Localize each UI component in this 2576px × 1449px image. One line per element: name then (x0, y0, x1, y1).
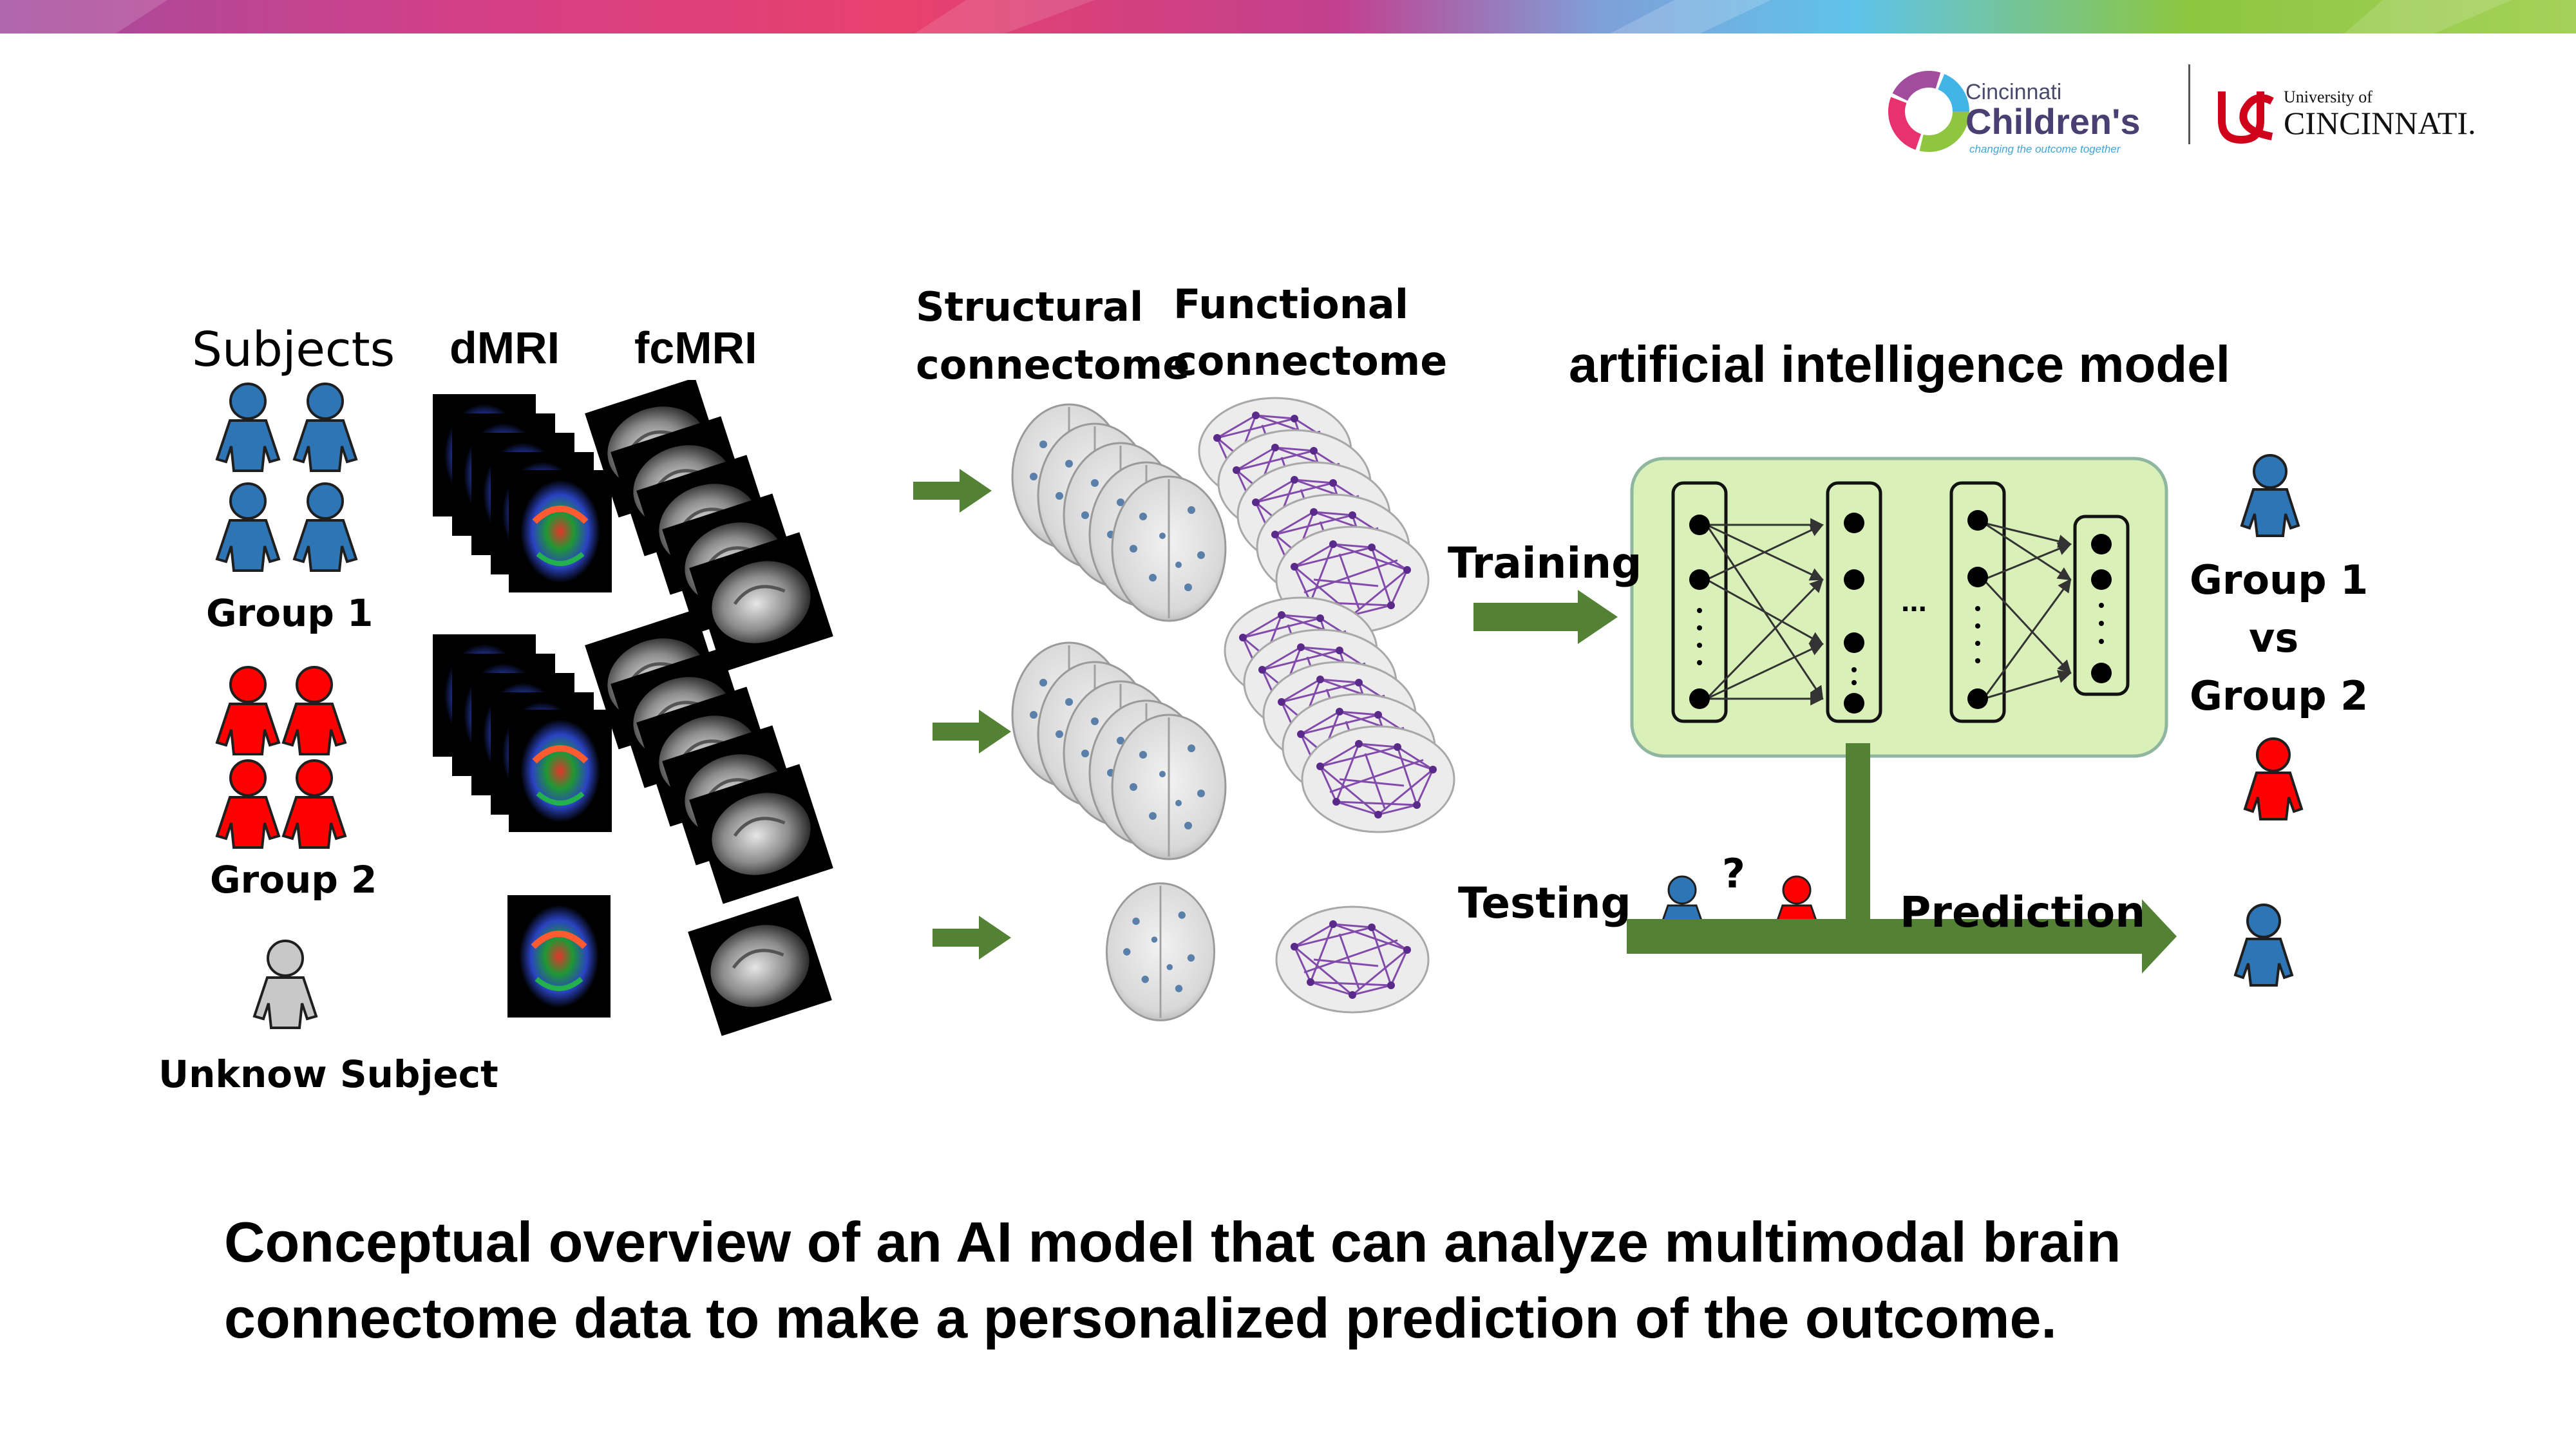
cincinnati-childrens-logo-icon (1888, 71, 1969, 152)
cch-logo-line2: Children's (1965, 101, 2141, 142)
prediction-label: Prediction (1900, 887, 2146, 937)
connectome-brains (1011, 397, 1455, 1021)
unknown-subject-label: Unknow Subject (158, 1052, 498, 1096)
result-people (2234, 454, 2303, 987)
subjects-label: Subjects (192, 322, 395, 377)
mri-image-stacks (425, 380, 876, 1056)
testing-label: Testing (1458, 878, 1631, 928)
ai-model-title: artificial intelligence model (1569, 336, 2230, 393)
result-group2-label: Group 2 (2190, 672, 2369, 719)
cch-logo-line1: Cincinnati (1965, 80, 2062, 104)
caption-line2: connectome data to make a personalized p… (224, 1286, 2057, 1350)
unknown-person-icon (253, 940, 317, 1029)
question-mark: ? (1722, 850, 1745, 897)
network-ellipsis: ... (1901, 584, 1927, 618)
functional-connectome-label-2: connectome (1173, 337, 1448, 384)
uc-logo-line1: University of (2284, 88, 2372, 106)
functional-connectome-label-1: Functional (1173, 281, 1409, 328)
fcmri-label: fcMRI (634, 323, 757, 373)
uc-logo-icon (2218, 91, 2274, 144)
result-vs-label: vs (2249, 614, 2299, 661)
training-label: Training (1448, 538, 1642, 588)
ai-model-network (1630, 457, 2168, 758)
dmri-label: dMRI (450, 323, 560, 373)
caption-line1: Conceptual overview of an AI model that … (224, 1210, 2121, 1274)
top-banner (0, 0, 2576, 33)
subjects-people (216, 383, 357, 1029)
arrows-to-connectome (913, 469, 1011, 960)
structural-connectome-label-2: connectome (916, 341, 1190, 388)
group2-label: Group 2 (210, 858, 377, 902)
result-group1-label: Group 1 (2190, 556, 2369, 603)
group1-person-icon (216, 383, 357, 572)
uc-logo-line2: CINCINNATI. (2284, 105, 2476, 141)
group2-person-icon (216, 666, 346, 849)
training-arrow (1473, 590, 1618, 644)
prediction-arrow (1627, 743, 2177, 974)
cch-logo-tagline: changing the outcome together (1969, 143, 2121, 155)
group1-label: Group 1 (206, 591, 374, 635)
structural-connectome-label-1: Structural (916, 283, 1144, 330)
logo-divider (2188, 64, 2190, 144)
